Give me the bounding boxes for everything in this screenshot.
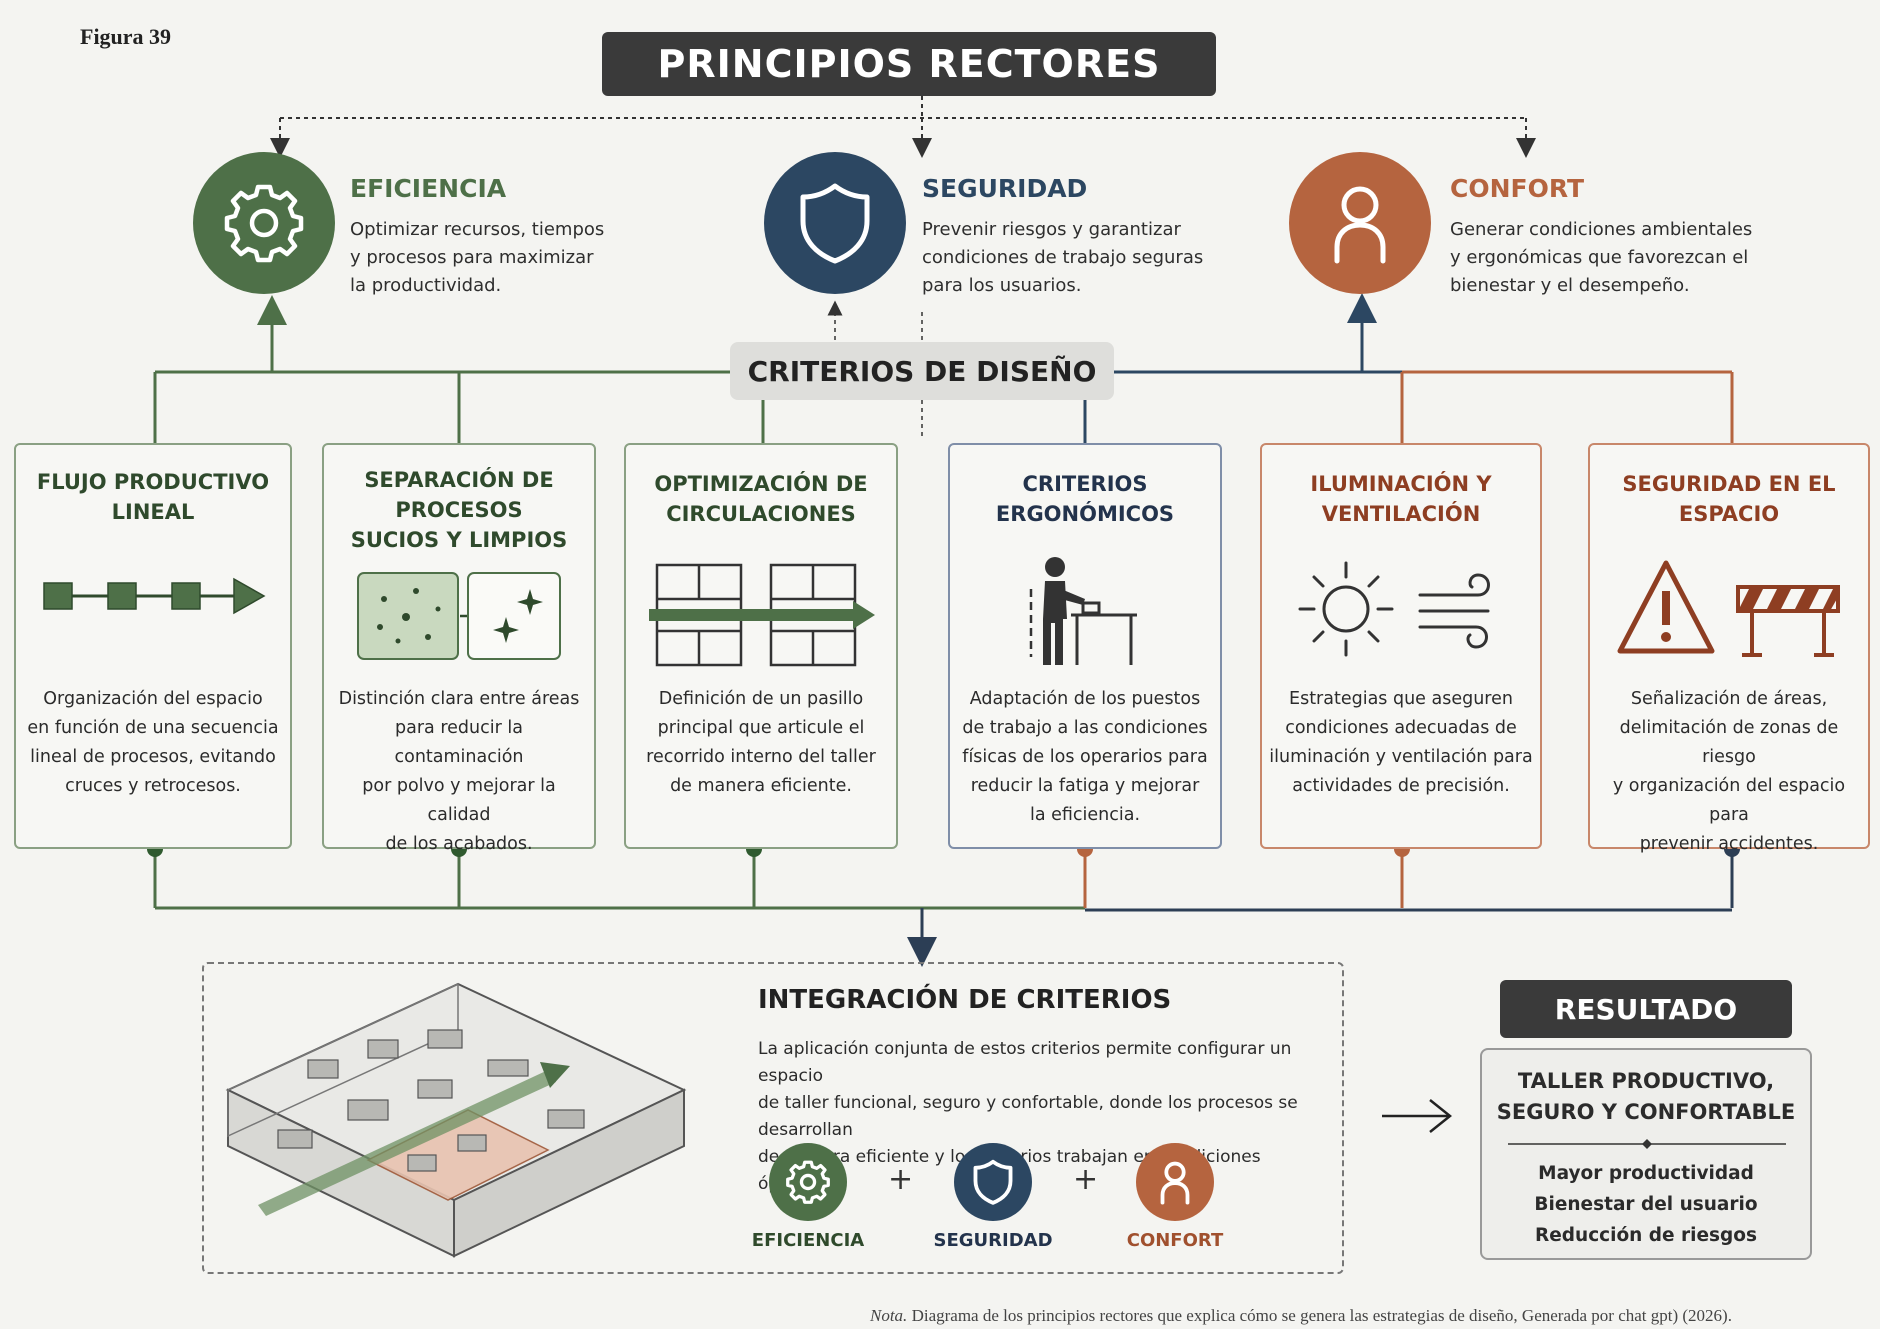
figure-label: Figura 39 [80,24,172,49]
circulation-plan-icon [649,563,875,667]
seguridad-circle [764,152,906,294]
integration-title: INTEGRACIÓN DE CRITERIOS [758,985,1172,1015]
formula-confort-label: CONFORT [1126,1230,1224,1251]
confort-circle [1289,152,1431,294]
result-headline: TALLER PRODUCTIVO,SEGURO Y CONFORTABLE [1496,1069,1796,1124]
sun-wind-icon [1298,561,1490,657]
result-title: RESULTADO [1500,980,1792,1038]
criterion-description: Señalización de áreas,delimitación de zo… [1612,689,1846,854]
plus-sign: + [1073,1162,1099,1197]
person-icon [1160,1161,1190,1205]
confort-title: CONFORT [1450,174,1585,203]
formula-seguridad-circle [954,1143,1032,1221]
note-text: Diagrama de los principios rectores que … [911,1306,1732,1325]
right-criteria-lines [1083,293,1734,443]
formula-eficiencia-circle [769,1143,847,1221]
eficiencia-circle [193,152,335,294]
formula-eficiencia-label: EFICIENCIA [751,1230,865,1251]
note-label: Nota. [870,1306,908,1325]
formula-seguridad-label: SEGURIDAD [933,1230,1053,1251]
workshop-isometric-illustration [225,982,687,1258]
criteria-title: CRITERIOS DE DISEÑO [730,342,1114,400]
plus-sign: + [888,1162,914,1197]
ergonomic-worker-icon [1029,557,1137,665]
result-items: Mayor productividad Bienestar del usuari… [1482,1158,1810,1251]
warning-barrier-icon [1617,560,1840,657]
result-box: TALLER PRODUCTIVO,SEGURO Y CONFORTABLE M… [1480,1048,1812,1260]
result-item: Bienestar del usuario [1534,1194,1758,1215]
result-divider [1508,1139,1786,1149]
figure-note: Nota. Diagrama de los principios rectore… [870,1306,1732,1326]
dirty-clean-separation-icon [357,572,561,660]
person-icon [1334,186,1386,264]
gear-icon [224,184,304,263]
green-criteria-lines [153,295,765,443]
shield-icon [973,1159,1013,1205]
integration-collection-lines [153,849,1734,967]
main-title: PRINCIPIOS RECTORES [602,32,1216,96]
integration-panel [202,962,1344,1274]
eficiencia-title: EFICIENCIA [350,174,507,203]
result-item: Mayor productividad [1538,1163,1754,1184]
seguridad-title: SEGURIDAD [922,174,1088,203]
gear-icon [786,1160,830,1204]
formula-confort-circle [1136,1143,1214,1221]
shield-icon [800,183,870,264]
linear-flow-icon [43,577,266,615]
result-item: Reducción de riesgos [1534,1225,1758,1246]
